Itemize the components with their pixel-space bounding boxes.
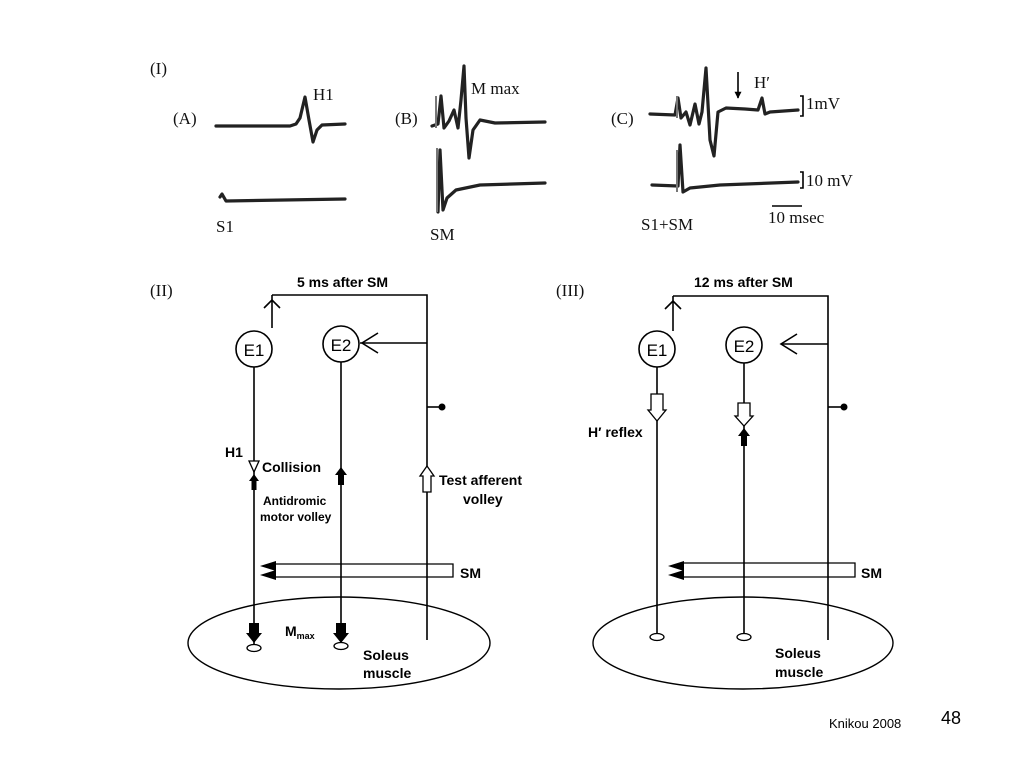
- panel-II-soleus-muscle: [187, 596, 491, 690]
- panel-II-e1-endplate: [246, 643, 262, 653]
- trace-A-top: [214, 95, 347, 144]
- trace-B-label: (B): [395, 109, 418, 128]
- panel-III-test-dot: [840, 403, 848, 411]
- panel-II-test-dot: [438, 403, 446, 411]
- panel-II-h1-label: H1: [225, 444, 243, 460]
- trace-B-top: [430, 64, 547, 160]
- panel-II-antidromic-label-1: Antidromic: [263, 494, 327, 508]
- trace-A-bottom: [218, 192, 347, 203]
- panel-III-e1-endplate: [649, 632, 665, 642]
- panel-III-soleus-muscle: [592, 596, 894, 690]
- panel-II-neuron-e1-label: E1: [244, 341, 265, 360]
- trace-A-stim-label: S1: [216, 217, 234, 236]
- panel-III-e2-synapse: [779, 333, 798, 355]
- scale-bar-top: [800, 95, 804, 117]
- panel-II-sm-arrow-bottom: [260, 570, 276, 580]
- panel-III-e2-endplate: [736, 632, 752, 642]
- panel-II-orthodromic-arrow: [247, 460, 261, 474]
- citation: Knikou 2008: [829, 716, 901, 731]
- panel-II-test-label-1: Test afferent: [439, 472, 522, 488]
- panel-II-antidromic-label-2: motor volley: [260, 510, 332, 524]
- panel-III-sm-arrow-top: [668, 561, 684, 571]
- panel-III-e1-synapse: [664, 299, 682, 310]
- panel-I-label: (I): [150, 59, 167, 78]
- panel-III-sm-bar: [681, 562, 856, 578]
- trace-C-label: (C): [611, 109, 634, 128]
- panel-III-neuron-e2-label: E2: [734, 337, 755, 356]
- panel-II-e2-m-arrow: [333, 623, 349, 643]
- panel-III-muscle-label-2: muscle: [775, 664, 823, 680]
- trace-B-bottom: [436, 148, 547, 214]
- panel-III-neuron-e1-label: E1: [647, 341, 668, 360]
- panel-III-label: (III): [556, 281, 584, 300]
- panel-II-neuron-e2-label: E2: [331, 336, 352, 355]
- panel-II-muscle-label-2: muscle: [363, 665, 411, 681]
- trace-C-stim-label: S1+SM: [641, 215, 693, 234]
- panel-II-e1-synapse: [263, 298, 281, 309]
- panel-II-label: (II): [150, 281, 173, 300]
- panel-III-title: 12 ms after SM: [694, 274, 793, 290]
- panel-II-sm-arrow-top: [260, 561, 276, 571]
- panel-II-e2-synapse: [360, 332, 379, 354]
- trace-B-peak-label: M max: [471, 79, 520, 98]
- trace-C-bottom: [650, 143, 800, 194]
- panel-II-e2-endplate: [333, 641, 349, 651]
- panel-III-e1-orthodromic-arrow: [646, 393, 668, 423]
- panel-II-sm-label: SM: [460, 565, 481, 581]
- panel-II-collision-label: Collision: [262, 459, 321, 475]
- time-scale-label: 10 msec: [768, 208, 825, 227]
- scale-label-bottom: 10 mV: [806, 171, 853, 190]
- scale-bar-bottom: [800, 171, 804, 189]
- panel-III-e2-orthodromic-arrow: [733, 402, 755, 427]
- panel-II-test-label-2: volley: [463, 491, 503, 507]
- panel-II-mmax-label: Mmax: [285, 623, 315, 641]
- panel-III-muscle-label-1: Soleus: [775, 645, 821, 661]
- panel-III-afferent-fiber: [673, 295, 829, 640]
- trace-A-peak-label: H1: [313, 85, 334, 104]
- panel-III-sm-arrow-bottom: [668, 570, 684, 580]
- panel-II-e1-m-arrow: [246, 623, 262, 643]
- panel-III-sm-label: SM: [861, 565, 882, 581]
- panel-II-e2-antidromic-arrow: [335, 467, 347, 485]
- panel-II-sm-bar: [273, 563, 454, 578]
- trace-A-label: (A): [173, 109, 197, 128]
- slide-number: 48: [941, 708, 961, 728]
- panel-II-title: 5 ms after SM: [297, 274, 388, 290]
- panel-II-muscle-label-1: Soleus: [363, 647, 409, 663]
- panel-II-antidromic-arrow: [249, 474, 259, 490]
- trace-C-peak-label: H′: [754, 73, 770, 92]
- scale-label-top: 1mV: [806, 94, 841, 113]
- panel-II-test-afferent-arrow: [418, 464, 436, 493]
- trace-C-top: [648, 66, 800, 158]
- panel-III-h-reflex-label: H′ reflex: [588, 424, 643, 440]
- panel-II-afferent-fiber: [272, 294, 428, 640]
- trace-B-stim-label: SM: [430, 225, 455, 244]
- panel-III-e2-antidromic-arrow: [738, 428, 750, 446]
